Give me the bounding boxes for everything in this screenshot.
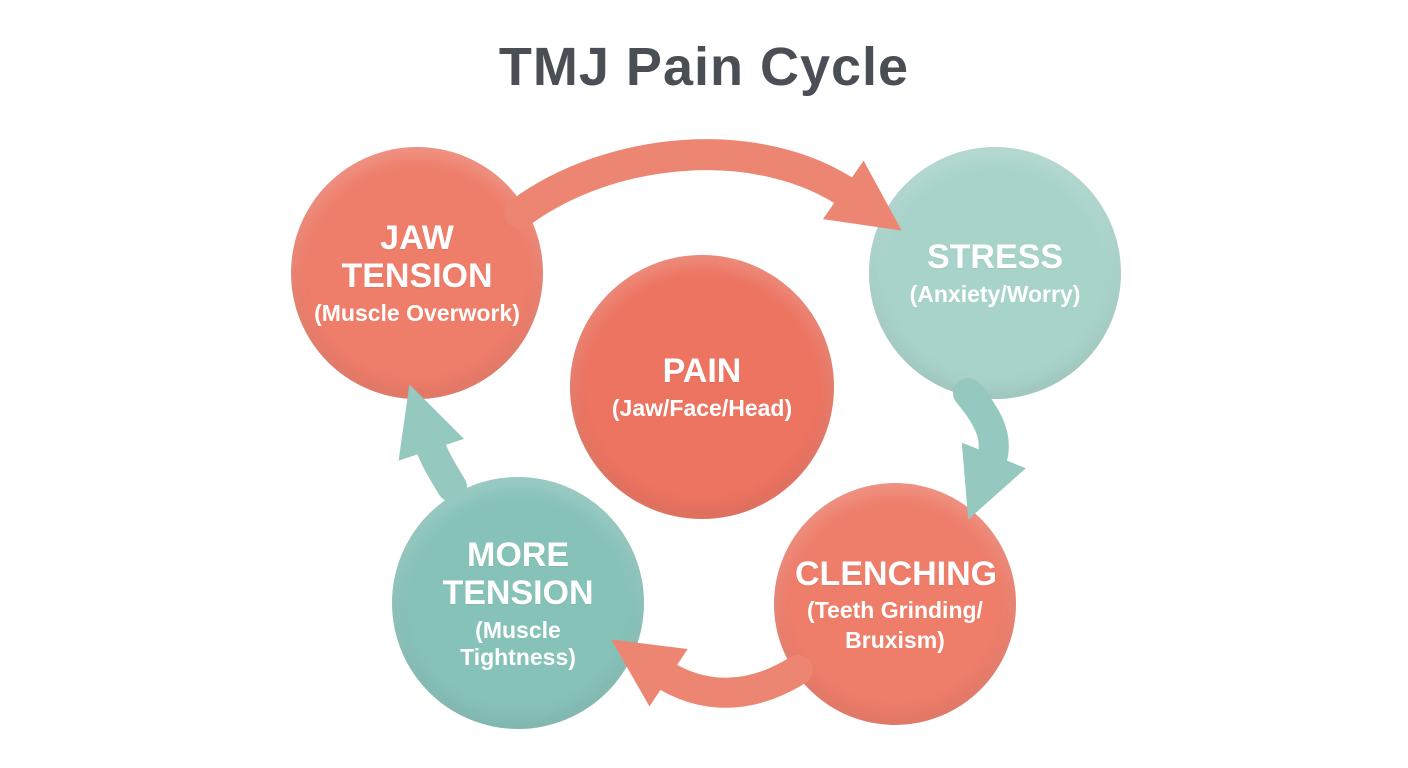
node-stress-sublabel: (Anxiety/Worry)	[909, 281, 1081, 308]
node-pain-label: PAIN	[662, 352, 742, 391]
node-jaw-tension-sublabel: (Muscle Overwork)	[314, 300, 520, 327]
arrow-clenching-to-more-tension	[611, 639, 813, 708]
node-stress: STRESS (Anxiety/Worry)	[869, 147, 1121, 399]
arrow-more-tension-to-jaw-tension	[398, 384, 467, 502]
node-clenching: CLENCHING (Teeth Grinding/ Bruxism)	[774, 483, 1016, 725]
node-more-tension-sublabel: (Muscle Tightness)	[460, 617, 576, 670]
node-pain: PAIN (Jaw/Face/Head)	[570, 255, 834, 519]
arrow-jaw-tension-to-stress	[504, 139, 902, 231]
node-clenching-sublabel-line2: Bruxism)	[845, 627, 945, 654]
page-title: TMJ Pain Cycle	[498, 37, 910, 97]
node-more-tension: MORE TENSION (Muscle Tightness)	[392, 477, 644, 729]
node-jaw-tension: JAW TENSION (Muscle Overwork)	[291, 147, 543, 399]
node-more-tension-label: MORE TENSION	[442, 535, 594, 613]
node-clenching-label: CLENCHING	[795, 554, 998, 593]
node-stress-label: STRESS	[926, 238, 1064, 277]
node-pain-sublabel: (Jaw/Face/Head)	[611, 395, 793, 422]
node-clenching-sublabel: (Teeth Grinding/	[807, 596, 983, 623]
arrow-stress-to-clenching	[953, 378, 1026, 520]
node-jaw-tension-label: JAW TENSION	[341, 219, 493, 296]
